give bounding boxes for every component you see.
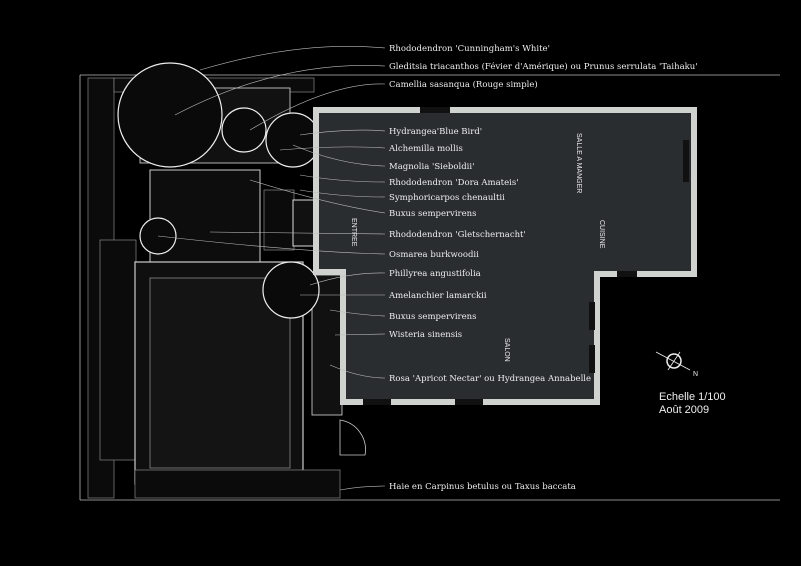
plant-label: Phillyrea angustifolia (389, 269, 481, 279)
garden (87, 62, 366, 499)
plant-label: Buxus sempervirens (389, 312, 477, 322)
lawn-inner (149, 277, 291, 469)
room-label-entree: ENTREE (350, 218, 357, 247)
tree-magnolia (265, 112, 321, 168)
hedge-bottom (134, 469, 341, 499)
scale-label: Echelle 1/100 (659, 391, 726, 403)
plant-label: Magnolia 'Sieboldii' (389, 162, 474, 172)
window-kitchen (617, 271, 637, 277)
room-label-cuisine: CUISINE (598, 220, 605, 249)
window-top (420, 107, 450, 113)
shrub-camellia (221, 107, 267, 153)
lawn-upper (149, 169, 261, 271)
leader-lines (157, 46, 386, 491)
plant-label: Rhododendron 'Cunningham's White' (389, 44, 550, 54)
tree-amelanchier (262, 261, 320, 319)
north-arrow-icon (655, 351, 691, 371)
steps (263, 189, 295, 251)
window-salon-1 (589, 302, 595, 330)
plant-label: Amelanchier lamarckii (388, 291, 487, 301)
plant-label: Buxus sempervirens (389, 209, 477, 219)
tree-gleditsia (117, 62, 223, 168)
room-label-salon: SALON (503, 338, 510, 362)
north-label: N (693, 371, 698, 378)
window-salon-2 (589, 345, 595, 373)
plant-label: Symphoricarpos chenaultii (389, 193, 505, 203)
window-right (683, 140, 689, 182)
window-bottom (455, 399, 483, 405)
plant-label: Rhododendron 'Gletschernacht' (389, 230, 526, 240)
date-label: Août 2009 (659, 404, 709, 416)
plant-label: Camellia sasanqua (Rouge simple) (389, 79, 538, 90)
plant-label: Rosa 'Apricot Nectar' ou Hydrangea Annab… (389, 374, 591, 384)
plant-label: Rhododendron 'Dora Amateis' (389, 178, 519, 188)
plant-label: Alchemilla mollis (388, 144, 463, 154)
plant-label: Haie en Carpinus betulus ou Taxus baccat… (389, 482, 576, 492)
plant-label: Gleditsia triacanthos (Févier d'Amérique… (389, 61, 698, 72)
house-walls (313, 107, 697, 405)
hedge-inner (99, 239, 137, 461)
plant-label: Wisteria sinensis (389, 330, 462, 340)
gate-swing (339, 419, 366, 456)
plant-label: Hydrangea'Blue Bird' (389, 127, 482, 137)
plant-label: Osmarea burkwoodii (389, 250, 479, 260)
window-bottom-left (363, 399, 391, 405)
room-label-salle-a-manger: SALLE A MANGER (575, 133, 582, 193)
